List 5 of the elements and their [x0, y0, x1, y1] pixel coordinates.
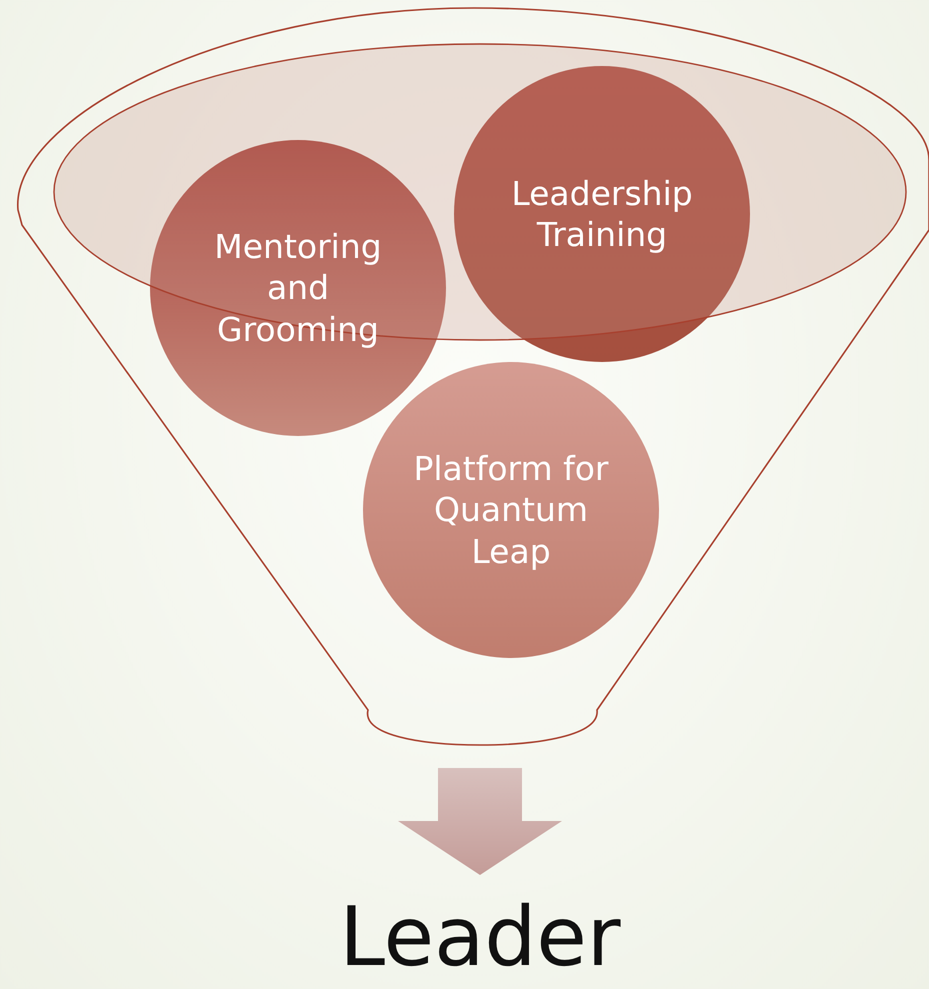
circle-label: Leadership Training	[510, 172, 694, 256]
circle-label: Platform for Quantum Leap	[412, 448, 610, 572]
result-label: Leader	[339, 890, 621, 985]
block-arrow	[398, 768, 562, 875]
circle-label: Mentoring and Grooming	[213, 226, 383, 350]
